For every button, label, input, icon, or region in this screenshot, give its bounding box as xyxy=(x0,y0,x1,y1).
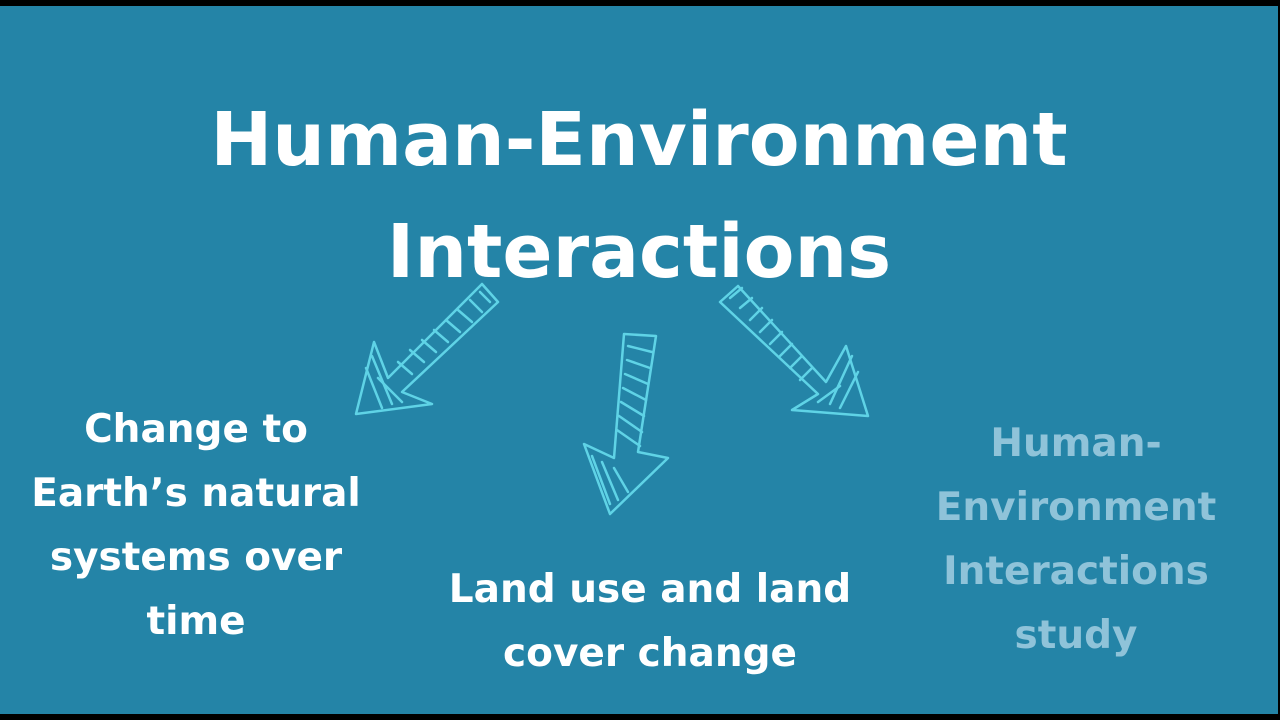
branch-natural-systems-change: Change to Earth’s natural systems over t… xyxy=(18,398,374,654)
branch-hei-study: Human- Environment Interactions study xyxy=(920,412,1232,668)
arrows-layer xyxy=(354,282,870,516)
branch-land-use-change: Land use and land cover change xyxy=(430,558,870,686)
arrow-right-icon xyxy=(718,284,870,418)
branch-1-line-4: time xyxy=(146,599,246,644)
branch-1-line-2: Earth’s natural xyxy=(31,471,361,516)
branch-3-line-3: Interactions xyxy=(943,549,1209,594)
branch-2-line-1: Land use and land xyxy=(448,567,852,612)
branch-3-line-1: Human- xyxy=(990,421,1162,466)
branch-3-line-4: study xyxy=(1014,613,1138,658)
branch-1-line-3: systems over xyxy=(49,535,343,580)
branch-3-line-2: Environment xyxy=(935,485,1217,530)
branch-2-line-2: cover change xyxy=(503,631,797,676)
title-line-1: Human-Environment xyxy=(210,97,1068,183)
slide: Human-Environment Interactions xyxy=(0,6,1278,714)
arrow-left-icon xyxy=(354,282,500,416)
title-line-2: Interactions xyxy=(386,209,892,295)
branch-1-line-1: Change to xyxy=(84,407,308,452)
arrow-middle-icon xyxy=(582,332,670,516)
diagram-title: Human-Environment Interactions xyxy=(0,84,1278,308)
